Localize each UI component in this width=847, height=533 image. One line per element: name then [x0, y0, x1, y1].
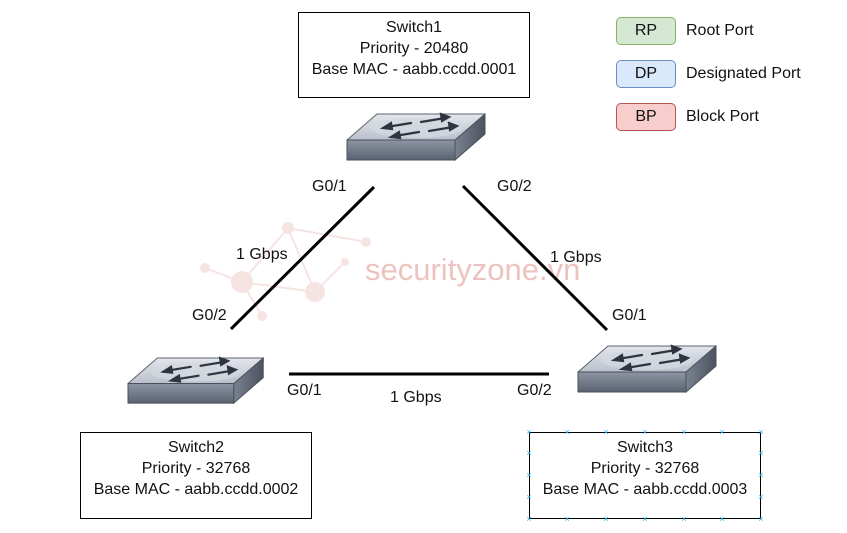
selection-handle[interactable]: × — [526, 426, 532, 437]
selection-handle[interactable]: × — [564, 513, 570, 524]
legend-bp-label: Block Port — [686, 108, 759, 125]
link-speed-switch2-switch3: 1 Gbps — [390, 389, 442, 406]
legend-rp-label: Root Port — [686, 22, 754, 39]
switch2-name: Switch2 — [167, 439, 225, 456]
selection-handle[interactable]: × — [758, 426, 764, 437]
switch3-name: Switch3 — [616, 439, 674, 456]
port-label-switch3-g0-1: G0/1 — [612, 307, 647, 324]
port-label-switch1-g0-2: G0/2 — [497, 178, 532, 195]
switch2-priority: Priority - 32768 — [141, 460, 251, 477]
switch3-icon — [576, 344, 718, 394]
selection-handle[interactable]: × — [642, 513, 648, 524]
selection-handle[interactable]: × — [719, 426, 725, 437]
selection-handle[interactable]: × — [603, 513, 609, 524]
selection-handle[interactable]: × — [758, 447, 764, 458]
selection-handle[interactable]: × — [681, 513, 687, 524]
switch1-priority: Priority - 20480 — [359, 40, 469, 57]
switch1-info-box: Switch1 Priority - 20480 Base MAC - aabb… — [298, 12, 530, 98]
port-label-switch3-g0-2: G0/2 — [517, 382, 552, 399]
switch2-info-box: Switch2 Priority - 32768 Base MAC - aabb… — [80, 432, 312, 519]
link-speed-switch1-switch3: 1 Gbps — [550, 249, 602, 266]
switch2-icon — [126, 356, 265, 405]
selection-handle[interactable]: × — [526, 469, 532, 480]
selection-handle[interactable]: × — [758, 513, 764, 524]
switch3-info-box[interactable]: Switch3 Priority - 32768 Base MAC - aabb… — [529, 432, 761, 519]
legend-rp-badge: RP — [616, 17, 676, 45]
legend-dp-label: Designated Port — [686, 65, 801, 82]
selection-handle[interactable]: × — [681, 426, 687, 437]
link-switch1-switch3 — [461, 184, 609, 332]
selection-handle[interactable]: × — [526, 447, 532, 458]
switch1-mac: Base MAC - aabb.ccdd.0001 — [311, 61, 517, 78]
port-label-switch1-g0-1: G0/1 — [312, 178, 347, 195]
selection-handle[interactable]: × — [758, 491, 764, 502]
port-label-switch2-g0-1: G0/1 — [287, 382, 322, 399]
legend-dp-badge: DP — [616, 60, 676, 88]
switch1-name: Switch1 — [385, 19, 443, 36]
selection-handle[interactable]: × — [642, 426, 648, 437]
selection-handle[interactable]: × — [564, 426, 570, 437]
switch1-icon — [345, 112, 487, 162]
switch2-mac: Base MAC - aabb.ccdd.0002 — [93, 481, 299, 498]
selection-handle[interactable]: × — [719, 513, 725, 524]
link-speed-switch1-switch2: 1 Gbps — [236, 246, 288, 263]
port-label-switch2-g0-2: G0/2 — [192, 307, 227, 324]
selection-handle[interactable]: × — [758, 469, 764, 480]
switch3-priority: Priority - 32768 — [590, 460, 700, 477]
selection-handle[interactable]: × — [603, 426, 609, 437]
selection-handle[interactable]: × — [526, 491, 532, 502]
link-switch1-switch2 — [229, 185, 376, 331]
switch3-mac: Base MAC - aabb.ccdd.0003 — [542, 481, 748, 498]
legend-bp-badge: BP — [616, 103, 676, 131]
selection-handle[interactable]: × — [526, 513, 532, 524]
